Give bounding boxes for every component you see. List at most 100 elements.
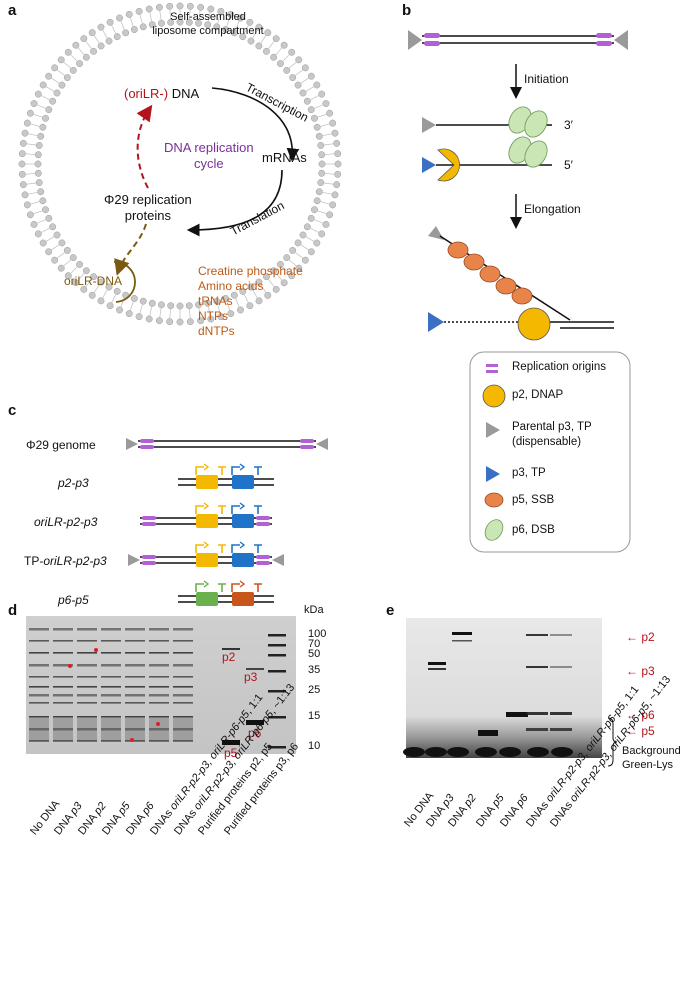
gel-band (173, 664, 193, 667)
lipid-head (125, 310, 133, 318)
terminator-mark (218, 544, 226, 553)
lipid-head (289, 74, 297, 82)
mrnas-label: mRNAs (262, 150, 307, 165)
transcription-arrow (211, 87, 300, 162)
gel-band (29, 740, 49, 742)
lipid-head (113, 287, 121, 295)
marker-band (268, 690, 286, 693)
lipid-head (317, 142, 325, 149)
lipid-tail (129, 17, 134, 27)
green-lys-blob (403, 747, 425, 757)
lipid-tail (275, 272, 283, 281)
lipid-tail (93, 284, 100, 294)
lipid-head (39, 123, 47, 131)
lipid-tail (282, 266, 290, 274)
lipid-head (53, 89, 61, 97)
replication-arrow (136, 104, 153, 189)
gel-band (506, 712, 528, 717)
marker-label-10: 10 (308, 740, 321, 752)
lipid-head (105, 37, 113, 45)
lipid-head (26, 211, 34, 219)
gel-band (149, 728, 169, 731)
lipid-head (326, 211, 334, 219)
lipid-head (97, 42, 105, 50)
construct-tp-orilr-p2-p3: TP-oriLR-p2-p3 (24, 554, 107, 568)
lipid-head (39, 197, 47, 205)
lipid-tail (25, 153, 36, 155)
panel-label-d: d (8, 602, 18, 619)
gel-band (173, 640, 193, 642)
lipid-tail (26, 182, 37, 185)
gene-box (196, 592, 218, 606)
lipid-head (331, 191, 339, 199)
lipid-tail (189, 308, 191, 319)
gel-d-label-p5: p5 (224, 746, 238, 760)
gel-band (149, 686, 169, 688)
gene-box (196, 475, 218, 489)
gel-band (149, 702, 169, 704)
gel-band (53, 728, 73, 731)
gel-band (125, 728, 145, 731)
panel-label-b: b (402, 2, 412, 19)
lipid-head (276, 60, 284, 68)
lipid-tail (56, 251, 66, 259)
lipid-head (76, 60, 84, 68)
lipid-head (57, 56, 65, 64)
lipid-head (313, 81, 321, 89)
lipid-head (37, 188, 45, 196)
gel-band (173, 716, 193, 718)
lipid-head (213, 23, 221, 31)
lipid-head (333, 181, 341, 189)
lipid-tail (207, 306, 211, 317)
lipid-head (237, 306, 244, 314)
promoter-arrow (231, 466, 240, 475)
lipid-head (331, 129, 339, 137)
lipid-head (230, 291, 238, 299)
lipid-tail (252, 289, 258, 299)
terminator-mark (218, 583, 226, 592)
terminator-mark (218, 505, 226, 514)
initiation-complex (422, 106, 552, 182)
gene-box (232, 475, 254, 489)
lipid-tail (267, 40, 275, 50)
legend-parental-p3: Parental p3, TP (dispensable) (512, 421, 592, 448)
lipid-head (247, 283, 255, 291)
lipid-head (42, 206, 49, 214)
lipid-head (21, 191, 29, 199)
lipid-tail (305, 236, 315, 242)
lipid-head (317, 179, 325, 186)
green-lys-blob (499, 747, 521, 757)
promoter-arrowhead (203, 463, 210, 471)
gel-band (125, 628, 145, 631)
lipid-head (34, 230, 42, 238)
lipid-head (76, 260, 84, 268)
promoter-arrowhead (203, 502, 210, 510)
lipid-head (23, 201, 31, 209)
gel-band (77, 640, 97, 642)
lipid-tail (159, 307, 162, 318)
gel-band (77, 664, 97, 667)
origin-mark (142, 522, 156, 526)
lipid-head (72, 279, 80, 287)
lipid-head (135, 7, 143, 15)
gene-box (232, 553, 254, 567)
lipid-tail (324, 153, 335, 155)
promoter-arrowhead (239, 463, 246, 471)
lipid-head (264, 29, 272, 37)
lipid-tail (317, 210, 327, 215)
legend-p2-dnap: p2, DNAP (512, 389, 564, 401)
gel-band (526, 666, 548, 668)
lipid-tail (102, 29, 108, 39)
green-lys-blob (475, 747, 497, 757)
lipid-head (64, 272, 72, 280)
lipid-head (116, 14, 123, 22)
lipid-head (39, 239, 47, 247)
gel-band (53, 652, 73, 654)
lipid-head (264, 291, 272, 299)
origin-mark (256, 516, 270, 520)
promoter-arrowhead (239, 502, 246, 510)
lipid-head (222, 295, 230, 302)
five-prime-label: 5′ (564, 158, 573, 172)
lipid-tail (313, 104, 324, 109)
